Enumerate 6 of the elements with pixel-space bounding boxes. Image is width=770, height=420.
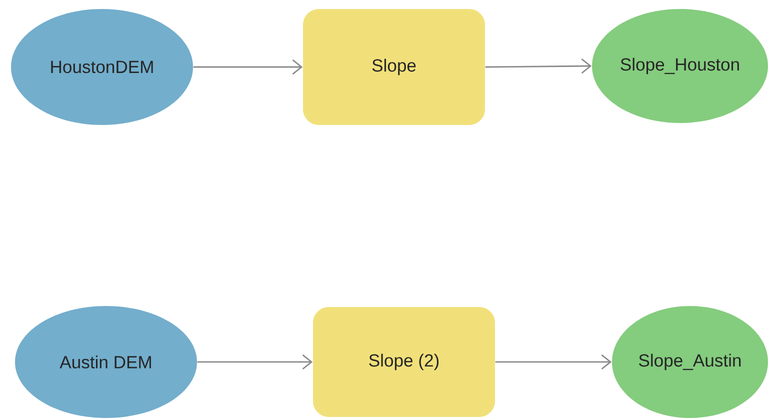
arrow — [193, 59, 303, 75]
arrow — [495, 354, 612, 370]
arrow — [197, 354, 313, 370]
tool-box: Slope (2) — [313, 307, 495, 417]
arrow — [485, 58, 592, 74]
tool-box: Slope — [303, 9, 485, 125]
